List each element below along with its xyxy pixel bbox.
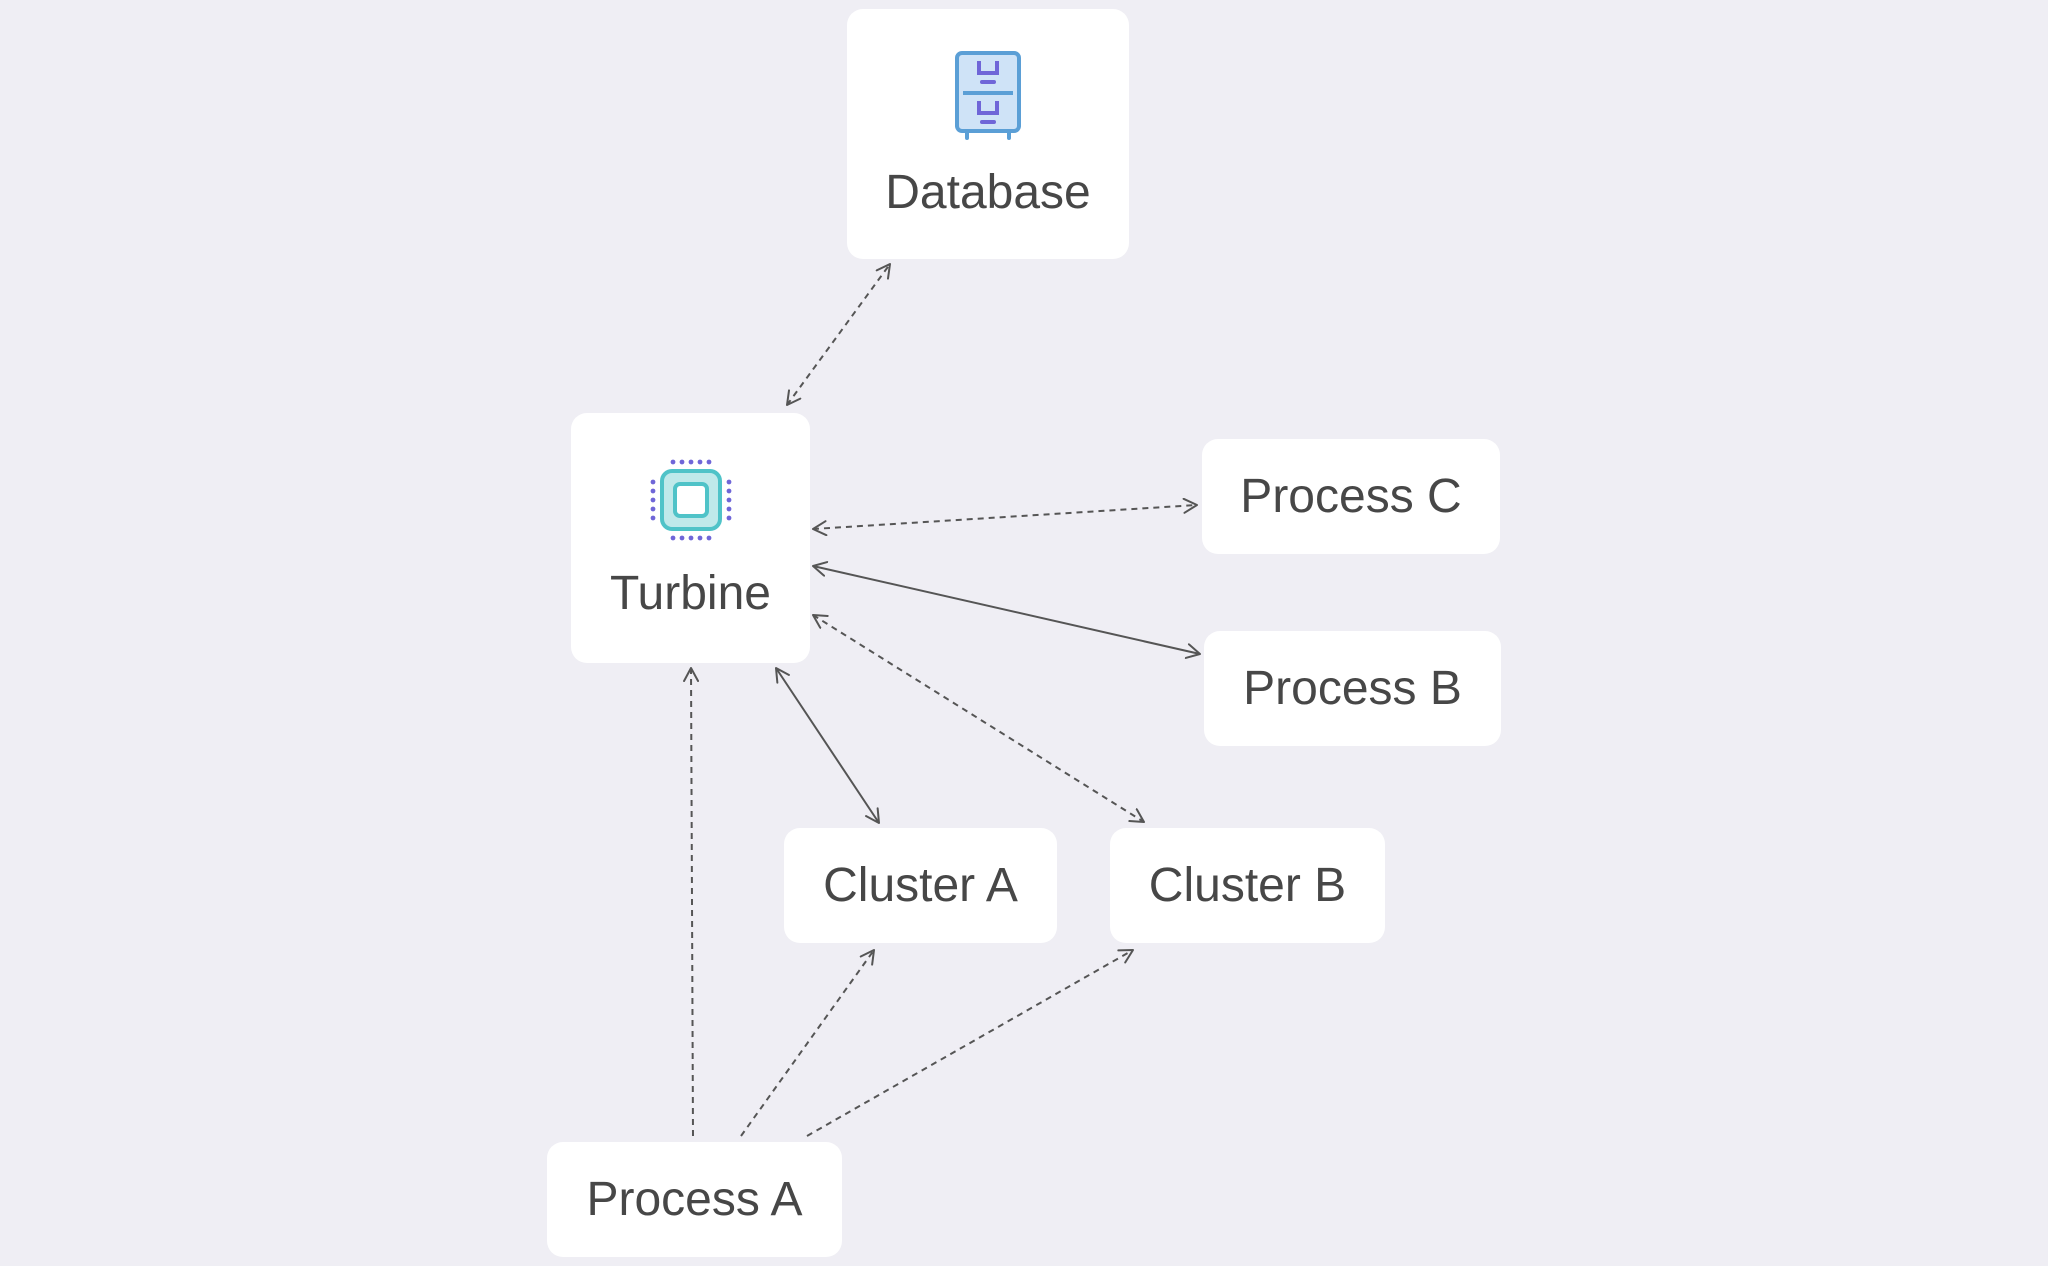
node-cluster-b-label: Cluster B bbox=[1148, 858, 1347, 912]
edge-turbine-process-c bbox=[812, 497, 1198, 537]
node-process-c-label: Process C bbox=[1240, 469, 1462, 523]
edge-process-a-cluster-b bbox=[806, 949, 1134, 1137]
node-process-b-label: Process B bbox=[1243, 661, 1462, 715]
node-process-c[interactable]: Process C bbox=[1202, 439, 1500, 554]
edge-turbine-cluster-a bbox=[775, 667, 880, 824]
node-process-a[interactable]: Process A bbox=[547, 1142, 842, 1257]
node-turbine[interactable]: Turbine bbox=[571, 413, 810, 663]
node-process-b[interactable]: Process B bbox=[1204, 631, 1501, 746]
node-database-label: Database bbox=[885, 166, 1091, 219]
edge-process-a-cluster-a bbox=[740, 949, 875, 1137]
node-cluster-b[interactable]: Cluster B bbox=[1110, 828, 1385, 943]
edge-turbine-cluster-b bbox=[812, 614, 1145, 823]
node-turbine-label: Turbine bbox=[610, 567, 771, 620]
edge-turbine-database bbox=[786, 263, 891, 406]
edge-turbine-process-b bbox=[812, 561, 1201, 659]
node-process-a-label: Process A bbox=[586, 1172, 803, 1226]
node-cluster-a[interactable]: Cluster A bbox=[784, 828, 1057, 943]
node-database[interactable]: Database bbox=[847, 9, 1129, 259]
node-cluster-a-label: Cluster A bbox=[823, 858, 1018, 912]
edge-process-a-turbine bbox=[683, 667, 700, 1137]
cpu-chip-icon bbox=[650, 459, 731, 541]
filing-cabinet-icon bbox=[955, 51, 1021, 140]
